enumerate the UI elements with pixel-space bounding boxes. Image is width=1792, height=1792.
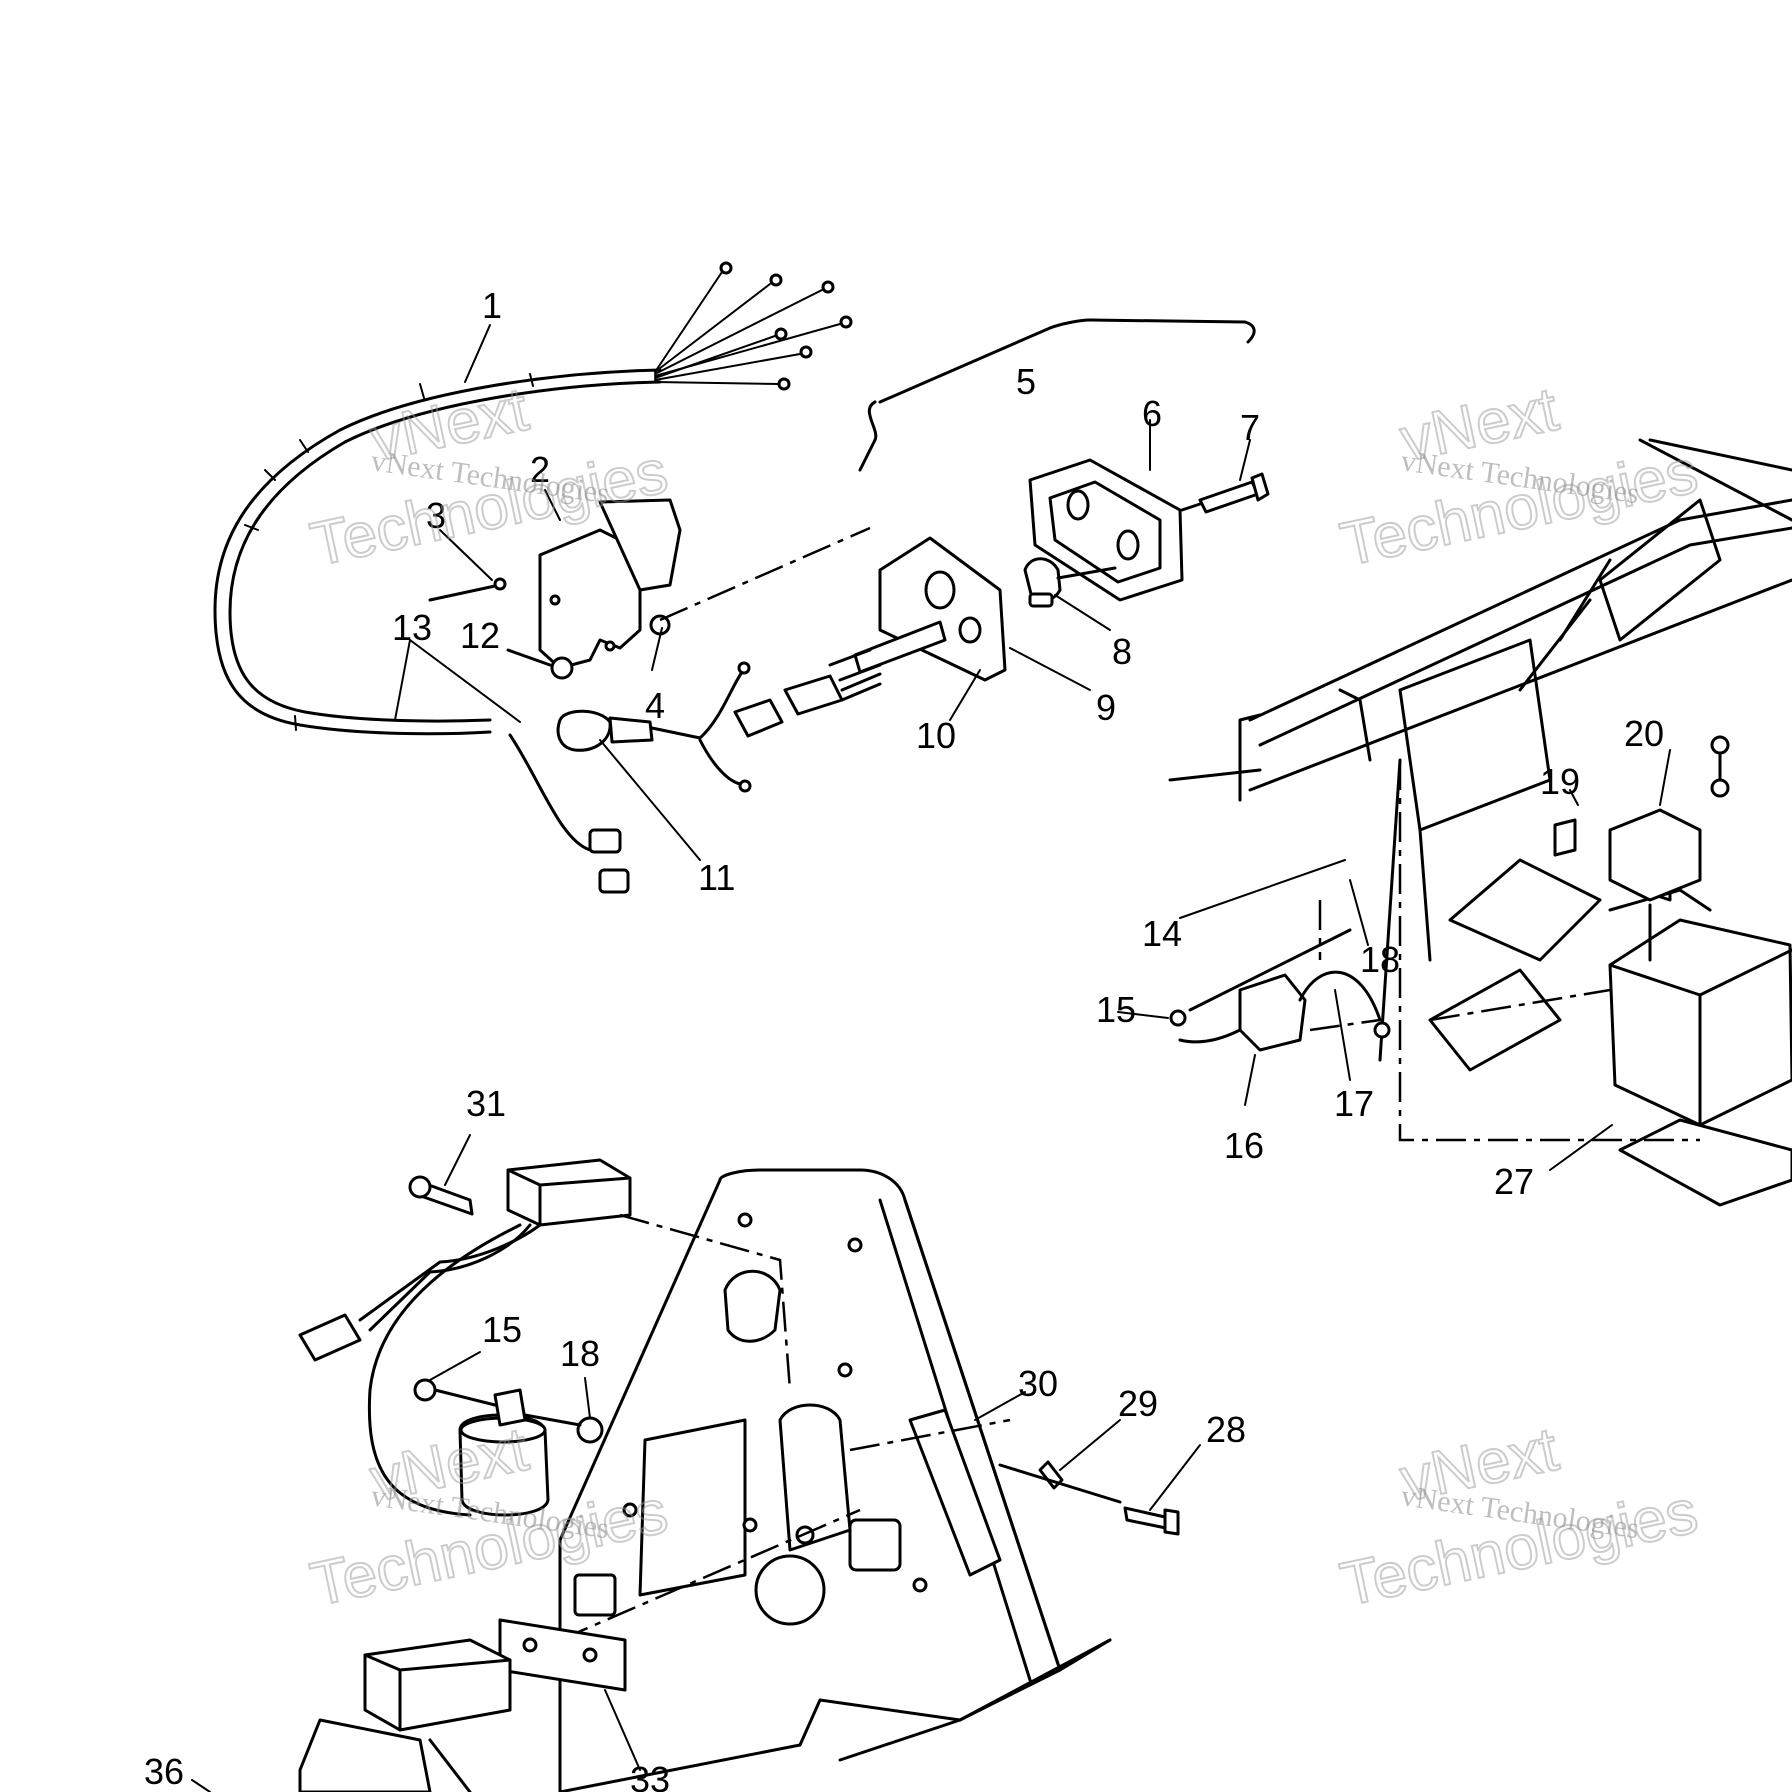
callout-8: 8 <box>1112 631 1132 672</box>
taillight-assembly <box>659 318 1270 682</box>
callout-29: 29 <box>1118 1383 1158 1424</box>
callout-30: 30 <box>1018 1363 1058 1404</box>
callout-27: 27 <box>1494 1161 1534 1202</box>
callout-31: 31 <box>466 1083 506 1124</box>
callout-36: 36 <box>144 1751 184 1792</box>
callout-1: 1 <box>482 285 502 326</box>
callout-numbers: 1 2 3 4 5 6 7 8 9 10 11 12 13 14 15 16 1… <box>144 285 1664 1792</box>
callout-2: 2 <box>530 449 550 490</box>
chassis-frame <box>1168 438 1792 1207</box>
callout-19: 19 <box>1540 761 1580 802</box>
mounting-bracket <box>428 498 682 680</box>
callout-33: 33 <box>630 1759 670 1792</box>
callout-15-lower: 15 <box>482 1309 522 1350</box>
callout-18-right: 18 <box>1360 939 1400 980</box>
callout-6: 6 <box>1142 393 1162 434</box>
callout-15-right: 15 <box>1096 989 1136 1030</box>
callout-20: 20 <box>1624 713 1664 754</box>
watermarks: vNext Technologies vNext Technologies vN… <box>304 374 1704 1621</box>
leader-lines <box>191 324 1671 1792</box>
callout-17: 17 <box>1334 1083 1374 1124</box>
callout-28: 28 <box>1206 1409 1246 1450</box>
callout-4: 4 <box>645 685 665 726</box>
callout-11: 11 <box>698 857 735 898</box>
callout-3: 3 <box>426 495 446 536</box>
callout-18-lower: 18 <box>560 1333 600 1374</box>
harness-wire-ends <box>654 261 853 391</box>
callout-12: 12 <box>460 615 500 656</box>
electrical-components <box>298 1158 1180 1792</box>
callout-14: 14 <box>1142 913 1182 954</box>
callout-5: 5 <box>1016 361 1036 402</box>
callout-7: 7 <box>1240 407 1260 448</box>
callout-13: 13 <box>392 607 432 648</box>
callout-10: 10 <box>916 715 956 756</box>
watermark-big-line2: Technologies <box>1335 437 1703 580</box>
wire-harness <box>213 261 882 894</box>
callout-9: 9 <box>1096 687 1116 728</box>
callout-16: 16 <box>1224 1125 1264 1166</box>
